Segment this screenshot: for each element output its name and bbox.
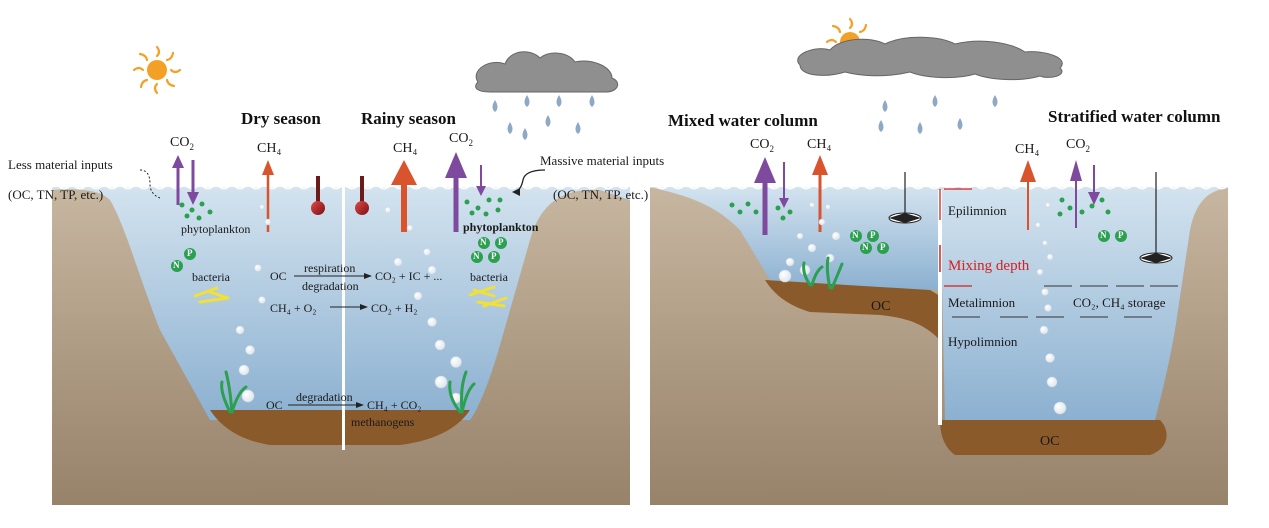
mixing-depth-label: Mixing depth — [948, 258, 1030, 274]
bacteria-label-dry: bacteria — [192, 270, 230, 284]
storage-label: CO₂, CH₄ storage — [1073, 295, 1166, 310]
ch4-flux-arrow-stratified — [1020, 160, 1036, 230]
p-letter-rainy-1: P — [498, 237, 504, 247]
massive-inputs-label: Massive material inputs — [540, 153, 665, 168]
bacteria-squiggles-left — [193, 286, 230, 304]
phytoplankton-dots-mixed — [729, 201, 793, 221]
co2-flux-arrows-left — [172, 155, 199, 205]
right-water-surface — [649, 184, 1227, 190]
p-letter-mixed-2: P — [880, 242, 886, 252]
ch4-label-stratified: CH₄ — [1015, 142, 1040, 157]
ch4-flux-arrow-right — [391, 160, 417, 232]
p-letter-rainy-2: P — [491, 251, 497, 261]
p-letter-mixed-1: P — [870, 230, 876, 240]
bubbles-right — [384, 206, 462, 404]
n-letter-stratified: N — [1100, 230, 1107, 240]
less-inputs-items: (OC, TN, TP, etc.) — [8, 187, 104, 202]
secchi-disk-stratified — [1139, 172, 1173, 264]
bacteria-squiggles-right — [468, 285, 508, 308]
right-sediment-stratified — [940, 420, 1167, 455]
cloud-icon-right — [797, 36, 1063, 81]
co2-flux-arrows-mixed — [754, 157, 789, 235]
drop-wall — [938, 190, 942, 425]
phytoplankton-label-dry: phytoplankton — [181, 222, 251, 236]
thermometer-icon-rainy — [355, 176, 369, 215]
cloud-icon-left — [475, 51, 619, 93]
right-panel — [649, 17, 1228, 505]
reaction3-products: CH₄ + CO₂ — [367, 398, 422, 412]
oc-label-stratified: OC — [1040, 434, 1060, 449]
rain-drops-right — [878, 95, 998, 134]
ch4-label-dry: CH₄ — [257, 141, 282, 156]
reaction1-top: respiration — [304, 261, 356, 275]
phytoplankton-dots-left — [179, 201, 213, 221]
n-letter-rainy-1: N — [480, 237, 487, 247]
epilimnion-label: Epilimnion — [948, 203, 1007, 218]
co2-label-mixed: CO2 — [750, 137, 774, 154]
np-nutrients-left — [171, 248, 196, 272]
reaction1-bottom: degradation — [302, 279, 359, 293]
left-panel — [51, 45, 630, 505]
phytoplankton-dots-right — [464, 197, 503, 217]
ch4-label-mixed: CH₄ — [807, 137, 832, 152]
rainy-season-title: Rainy season — [361, 109, 456, 128]
methanogens-label: methanogens — [351, 415, 415, 429]
oc-label-mixed: OC — [871, 299, 891, 314]
massive-inputs-items: (OC, TN, TP, etc.) — [553, 187, 649, 202]
thermometer-icon-dry — [311, 176, 325, 215]
reaction3-reactant: OC — [266, 398, 283, 412]
p-letter-left: P — [187, 248, 193, 258]
reaction3-top: degradation — [296, 390, 353, 404]
p-letter-stratified: P — [1118, 230, 1124, 240]
n-letter-mixed-2: N — [862, 242, 869, 252]
right-water-mixed — [650, 187, 940, 290]
bacteria-label-rainy: bacteria — [470, 270, 508, 284]
left-sediment — [210, 410, 470, 445]
secchi-disk-mixed — [888, 172, 922, 224]
bubbles-stratified — [1035, 202, 1067, 415]
n-letter-rainy-2: N — [473, 251, 480, 261]
n-letter-mixed-1: N — [852, 230, 859, 240]
reaction1-reactant: OC — [270, 269, 287, 283]
co2-label-stratified: CO2 — [1066, 137, 1090, 154]
ch4-label-rainy: CH₄ — [393, 141, 418, 156]
less-inputs-label: Less material inputs — [8, 157, 113, 172]
co2-label-rainy: CO2 — [449, 131, 473, 148]
co2-label-dry: CO2 — [170, 135, 194, 152]
np-nutrients-stratified — [1098, 230, 1127, 242]
seaweed-left — [220, 370, 248, 414]
co2-flux-arrows-stratified — [1070, 160, 1100, 228]
sun-icon-left — [132, 45, 182, 95]
left-water-surface — [51, 184, 629, 190]
less-inputs-arrow — [139, 169, 161, 199]
stratified-water-column-title: Stratified water column — [1048, 107, 1221, 126]
right-sediment-mixed — [765, 280, 940, 340]
thermocline-lines — [952, 285, 1178, 318]
depth-markers — [939, 188, 972, 287]
bubbles-left — [235, 204, 272, 403]
hypolimnion-label: Hypolimnion — [948, 334, 1018, 349]
mixed-water-column-title: Mixed water column — [668, 111, 818, 130]
co2-flux-arrows-right — [445, 152, 486, 232]
np-nutrients-right — [471, 237, 507, 263]
n-letter-left: N — [173, 260, 180, 270]
phytoplankton-dots-stratified — [1057, 197, 1111, 217]
reaction2-products: CO₂ + H₂ — [371, 301, 418, 315]
metalimnion-label: Metalimnion — [948, 295, 1016, 310]
rain-drops-left — [492, 95, 595, 140]
reaction2-reactants: CH₄ + O₂ — [270, 301, 317, 315]
phytoplankton-label-rainy: phytoplankton — [463, 220, 539, 234]
dry-season-title: Dry season — [241, 109, 321, 128]
season-divider — [342, 180, 345, 450]
reaction1-products: CO₂ + IC + ... — [375, 269, 443, 283]
seaweed-right — [448, 370, 476, 414]
seaweed-mixed — [802, 256, 844, 290]
np-nutrients-mixed — [850, 230, 889, 254]
